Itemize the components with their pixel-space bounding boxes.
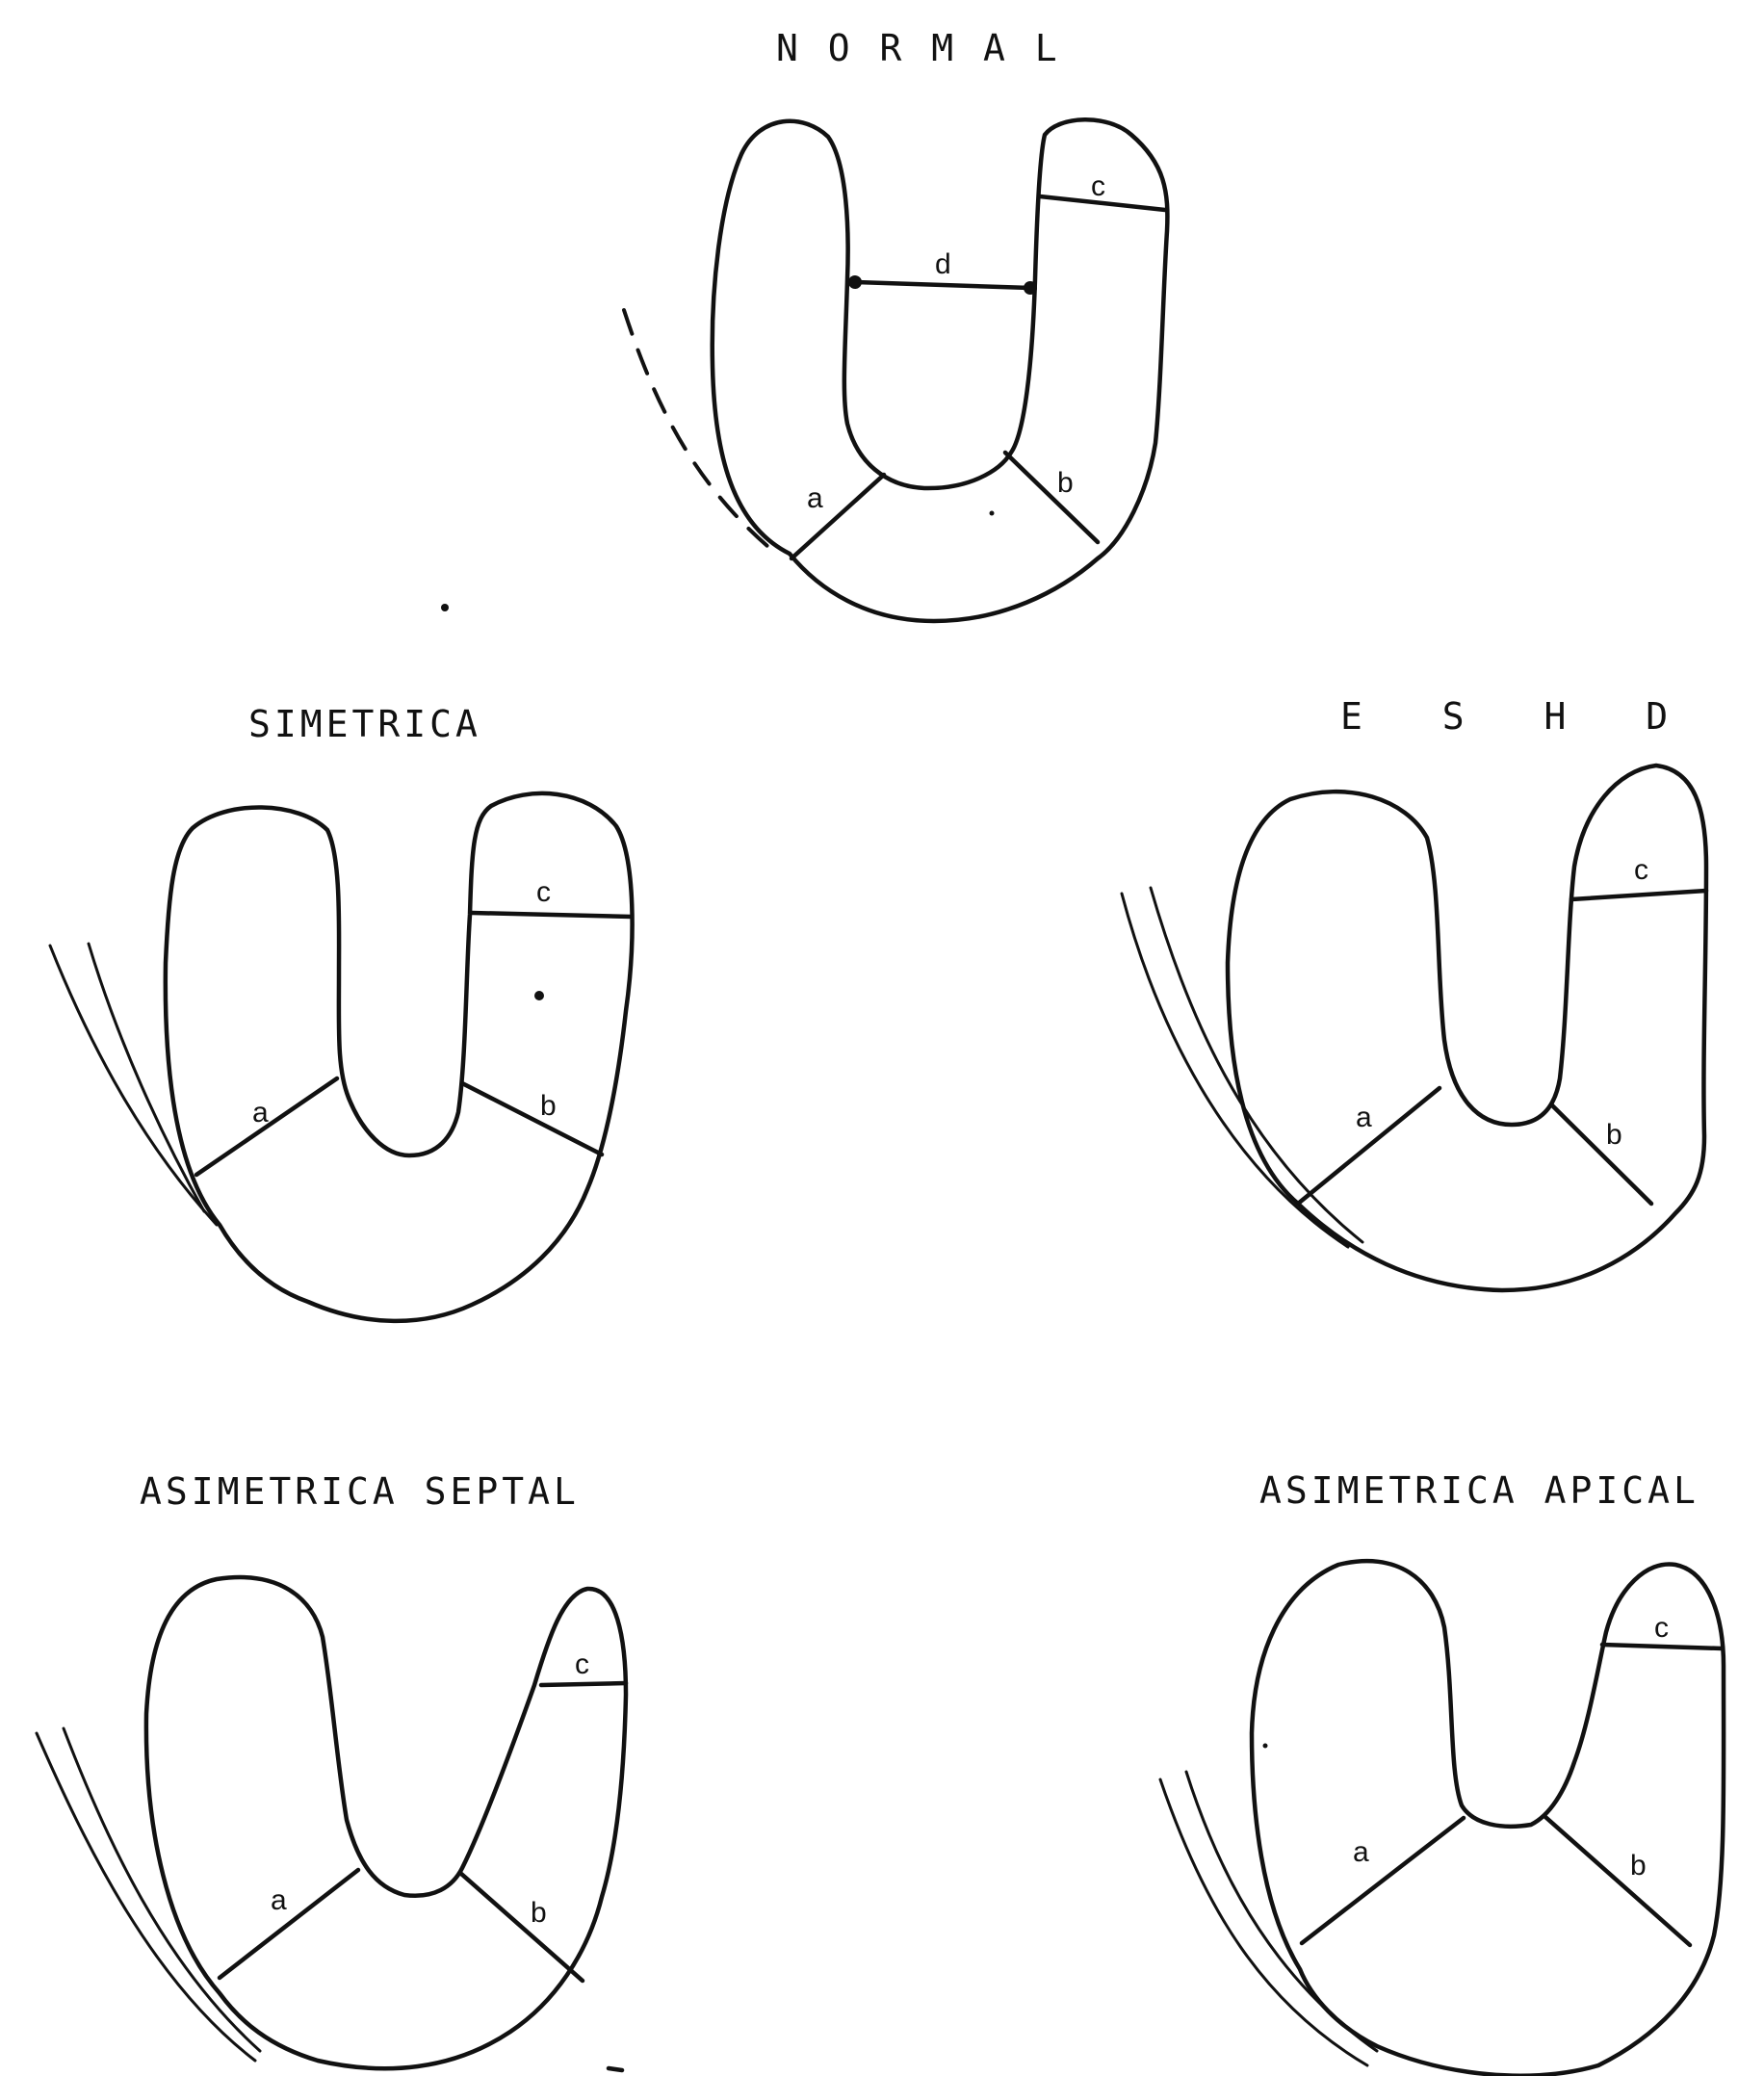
eshd-segment-c-line xyxy=(1571,891,1706,899)
stray-dot-mark xyxy=(441,604,449,611)
simetrica-outer-curve-2 xyxy=(89,944,204,1211)
simetrica-segment-c-line xyxy=(472,913,632,917)
asimetrica-septal-segment-c-line xyxy=(541,1683,626,1685)
normal-segment-a-line xyxy=(791,475,884,558)
asimetrica-septal-outer-curve-2 xyxy=(64,1728,260,2051)
asimetrica-apical-heart-outline xyxy=(1252,1561,1724,2076)
asimetrica-apical-segment-b-line xyxy=(1545,1817,1690,1945)
simetrica-label-a: a xyxy=(252,1097,269,1129)
normal-label-d: d xyxy=(935,248,951,280)
simetrica-segment-b-line xyxy=(462,1083,602,1155)
simetrica-label-c: c xyxy=(536,876,551,908)
normal-label-a: a xyxy=(807,482,823,514)
simetrica-label-b: b xyxy=(540,1090,557,1122)
normal-segment-d-line xyxy=(855,282,1030,288)
normal-dot-mark xyxy=(990,511,995,516)
asimetrica-apical-label-b: b xyxy=(1630,1850,1647,1881)
panel-eshd: E S H D a b c xyxy=(1122,695,1706,1290)
asimetrica-septal-label-a: a xyxy=(271,1884,287,1916)
panel-title-simetrica: SIMETRICA xyxy=(248,703,481,745)
eshd-label-a: a xyxy=(1356,1102,1372,1133)
asimetrica-apical-label-c: c xyxy=(1654,1612,1669,1644)
simetrica-outer-curve-1 xyxy=(50,946,217,1225)
asimetrica-septal-label-b: b xyxy=(531,1897,547,1929)
asimetrica-septal-dash-mark xyxy=(609,2068,622,2070)
asimetrica-septal-label-c: c xyxy=(575,1648,589,1680)
eshd-label-b: b xyxy=(1606,1119,1622,1151)
asimetrica-apical-outer-curve-2 xyxy=(1186,1772,1377,2051)
panel-asimetrica-septal: ASIMETRICA SEPTAL a b c xyxy=(37,1470,626,2070)
asimetrica-apical-dot-mark xyxy=(1263,1744,1268,1749)
panel-title-asimetrica-apical: ASIMETRICA APICAL xyxy=(1259,1469,1699,1512)
normal-label-c: c xyxy=(1091,170,1105,202)
eshd-outer-curve-2 xyxy=(1151,888,1362,1242)
panel-title-asimetrica-septal: ASIMETRICA SEPTAL xyxy=(140,1470,580,1513)
panel-title-eshd: E S H D xyxy=(1340,695,1697,738)
panel-normal: N O R M A L a b c d xyxy=(441,27,1167,621)
asimetrica-septal-heart-outline xyxy=(146,1577,626,2068)
panel-asimetrica-apical: ASIMETRICA APICAL a b c xyxy=(1160,1469,1724,2076)
normal-segment-b-line xyxy=(1005,453,1098,542)
simetrica-dot-mark xyxy=(534,991,544,1000)
asimetrica-apical-label-a: a xyxy=(1353,1836,1369,1868)
panel-simetrica: SIMETRICA a b c xyxy=(50,703,633,1321)
eshd-segment-b-line xyxy=(1552,1105,1651,1204)
normal-d-right-marker xyxy=(1024,281,1037,295)
asimetrica-apical-segment-a-line xyxy=(1302,1818,1464,1943)
asimetrica-apical-segment-c-line xyxy=(1602,1645,1722,1648)
normal-d-left-marker xyxy=(848,275,862,289)
asimetrica-septal-segment-a-line xyxy=(220,1870,358,1978)
asimetrica-septal-segment-b-line xyxy=(460,1873,583,1981)
panel-title-normal: N O R M A L xyxy=(776,27,1061,69)
simetrica-heart-outline xyxy=(166,793,633,1321)
eshd-label-c: c xyxy=(1634,854,1648,886)
normal-label-b: b xyxy=(1057,467,1074,499)
asimetrica-apical-outer-curve-1 xyxy=(1160,1779,1367,2065)
